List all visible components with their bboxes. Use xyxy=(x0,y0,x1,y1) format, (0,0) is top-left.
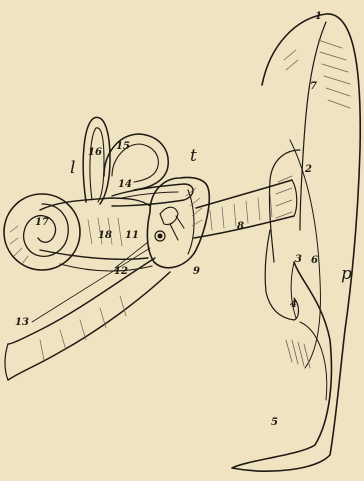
label-12: 12 xyxy=(114,267,128,277)
semicircular-canals xyxy=(83,117,193,206)
label-l: l xyxy=(70,160,75,177)
label-17: 17 xyxy=(35,218,49,228)
ear-canal xyxy=(194,180,297,238)
label-4: 4 xyxy=(290,300,297,310)
label-11: 11 xyxy=(125,231,139,241)
label-2: 2 xyxy=(305,165,312,175)
label-14: 14 xyxy=(118,180,132,190)
label-t: t xyxy=(190,148,197,165)
outer-ear-auricle xyxy=(232,14,360,471)
label-p: p xyxy=(341,266,352,283)
label-7: 7 xyxy=(310,82,317,92)
label-3: 3 xyxy=(295,255,302,265)
label-6: 6 xyxy=(311,256,318,266)
label-15: 15 xyxy=(116,142,130,152)
eustachian-tube xyxy=(5,258,170,380)
label-8: 8 xyxy=(237,222,244,232)
label-13: 13 xyxy=(15,318,29,328)
leader-lines xyxy=(32,242,150,322)
label-9: 9 xyxy=(193,267,200,277)
cochlea xyxy=(4,194,80,270)
label-18: 18 xyxy=(98,231,112,241)
label-1: 1 xyxy=(315,12,322,22)
label-5: 5 xyxy=(271,418,278,428)
middle-ear-chamber xyxy=(147,177,209,267)
label-16: 16 xyxy=(88,148,102,158)
